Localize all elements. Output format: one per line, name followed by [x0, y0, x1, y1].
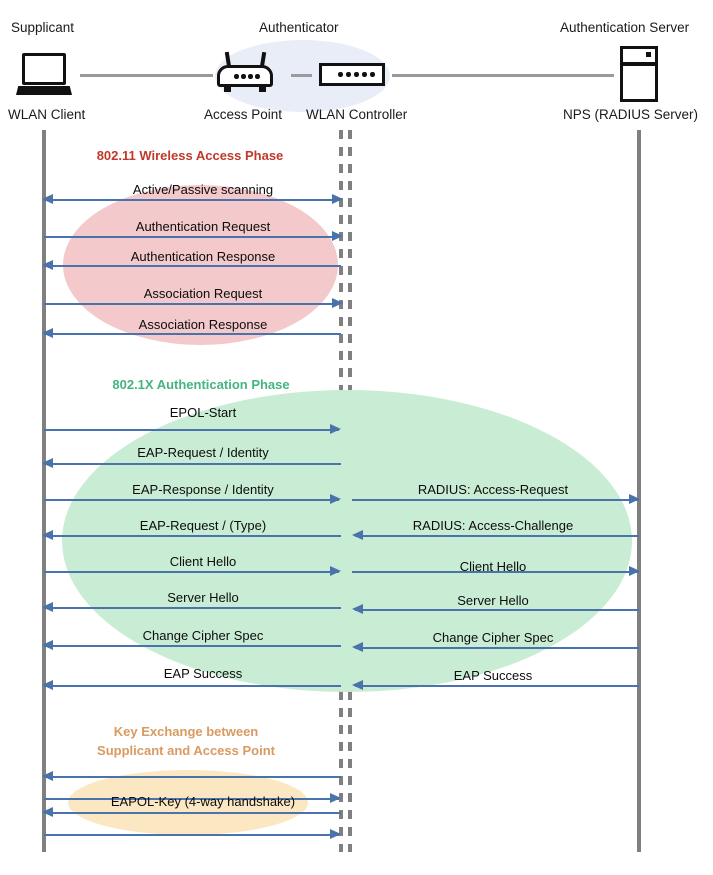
message-label: Change Cipher Spec — [432, 630, 554, 645]
message-arrowhead — [42, 680, 53, 690]
message-line — [352, 571, 639, 573]
link-controller-to-nps — [392, 74, 614, 77]
laptop-icon — [16, 53, 72, 95]
message-line — [44, 535, 341, 537]
message-label: Association Response — [138, 317, 268, 332]
server-icon — [620, 46, 658, 102]
link-client-to-ap — [80, 74, 213, 77]
actor-title-supplicant: Supplicant — [11, 20, 75, 35]
message-label: Change Cipher Spec — [142, 628, 264, 643]
message-arrowhead — [332, 194, 343, 204]
message-line — [355, 647, 639, 649]
link-ap-to-controller — [291, 74, 312, 77]
message-arrowhead — [42, 530, 53, 540]
message-line — [355, 609, 639, 611]
message-label: Authentication Request — [135, 219, 271, 234]
message-label: Authentication Response — [130, 249, 276, 264]
message-label: EPOL-Start — [169, 405, 237, 420]
message-label: Active/Passive scanning — [132, 182, 274, 197]
message-arrowhead — [42, 771, 53, 781]
message-line — [44, 199, 341, 201]
message-line — [44, 834, 339, 836]
lifeline-authentication-server — [637, 130, 641, 852]
message-line — [44, 265, 341, 267]
message-label: Server Hello — [457, 593, 529, 608]
message-line — [44, 776, 341, 778]
message-label: EAP-Request / (Type) — [139, 518, 267, 533]
message-label: Server Hello — [167, 590, 239, 605]
message-arrowhead — [352, 604, 363, 614]
message-label: Association Request — [143, 286, 263, 301]
message-label: EAPOL-Key (4-way handshake) — [110, 794, 296, 809]
message-line — [44, 236, 339, 238]
message-line — [44, 607, 341, 609]
message-line — [355, 535, 639, 537]
message-line — [44, 463, 341, 465]
message-arrowhead — [330, 566, 341, 576]
message-arrowhead — [352, 680, 363, 690]
message-arrowhead — [330, 829, 341, 839]
message-label: Client Hello — [169, 554, 237, 569]
phase-ellipse-key-exchange — [68, 770, 308, 835]
message-arrowhead — [330, 494, 341, 504]
lifeline-supplicant — [42, 130, 46, 852]
message-arrowhead — [352, 642, 363, 652]
message-line — [44, 685, 341, 687]
message-arrowhead — [42, 807, 53, 817]
message-line — [352, 499, 639, 501]
message-arrowhead — [352, 530, 363, 540]
message-line — [44, 499, 339, 501]
message-label: Client Hello — [459, 559, 527, 574]
actor-label-wlan-client: WLAN Client — [8, 107, 86, 122]
message-arrowhead — [629, 494, 640, 504]
access-point-icon — [217, 51, 273, 92]
message-arrowhead — [332, 231, 343, 241]
actor-title-authenticator: Authenticator — [259, 20, 339, 35]
message-line — [44, 303, 339, 305]
message-line — [355, 685, 639, 687]
message-arrowhead — [42, 260, 53, 270]
phase-title-key-exchange-line1: Key Exchange between — [113, 724, 259, 739]
message-arrowhead — [629, 566, 640, 576]
message-arrowhead — [42, 640, 53, 650]
phase-ellipse-dot1x — [62, 390, 632, 692]
message-arrowhead — [42, 458, 53, 468]
phase-title-wireless-access: 802.11 Wireless Access Phase — [96, 148, 284, 163]
phase-title-key-exchange-line2: Supplicant and Access Point — [97, 743, 275, 758]
message-label: RADIUS: Access-Challenge — [412, 518, 574, 533]
message-label: EAP Success — [163, 666, 243, 681]
actor-label-nps-radius-server: NPS (RADIUS Server) — [563, 107, 699, 122]
message-line — [44, 571, 339, 573]
message-line — [44, 429, 339, 431]
message-arrowhead — [42, 328, 53, 338]
message-label: EAP Success — [453, 668, 533, 683]
wlan-controller-icon — [319, 63, 385, 86]
message-arrowhead — [42, 602, 53, 612]
phase-title-dot1x: 802.1X Authentication Phase — [112, 377, 290, 392]
actor-label-wlan-controller: WLAN Controller — [306, 107, 408, 122]
message-label: RADIUS: Access-Request — [417, 482, 569, 497]
message-line — [44, 812, 341, 814]
message-line — [44, 798, 339, 800]
message-line — [44, 333, 341, 335]
message-arrowhead — [332, 298, 343, 308]
message-label: EAP-Request / Identity — [137, 445, 269, 460]
message-arrowhead — [330, 793, 341, 803]
message-arrowhead — [42, 194, 53, 204]
message-label: EAP-Response / Identity — [132, 482, 274, 497]
message-line — [44, 645, 341, 647]
actor-title-authentication-server: Authentication Server — [560, 20, 690, 35]
actor-label-access-point: Access Point — [204, 107, 283, 122]
message-arrowhead — [330, 424, 341, 434]
